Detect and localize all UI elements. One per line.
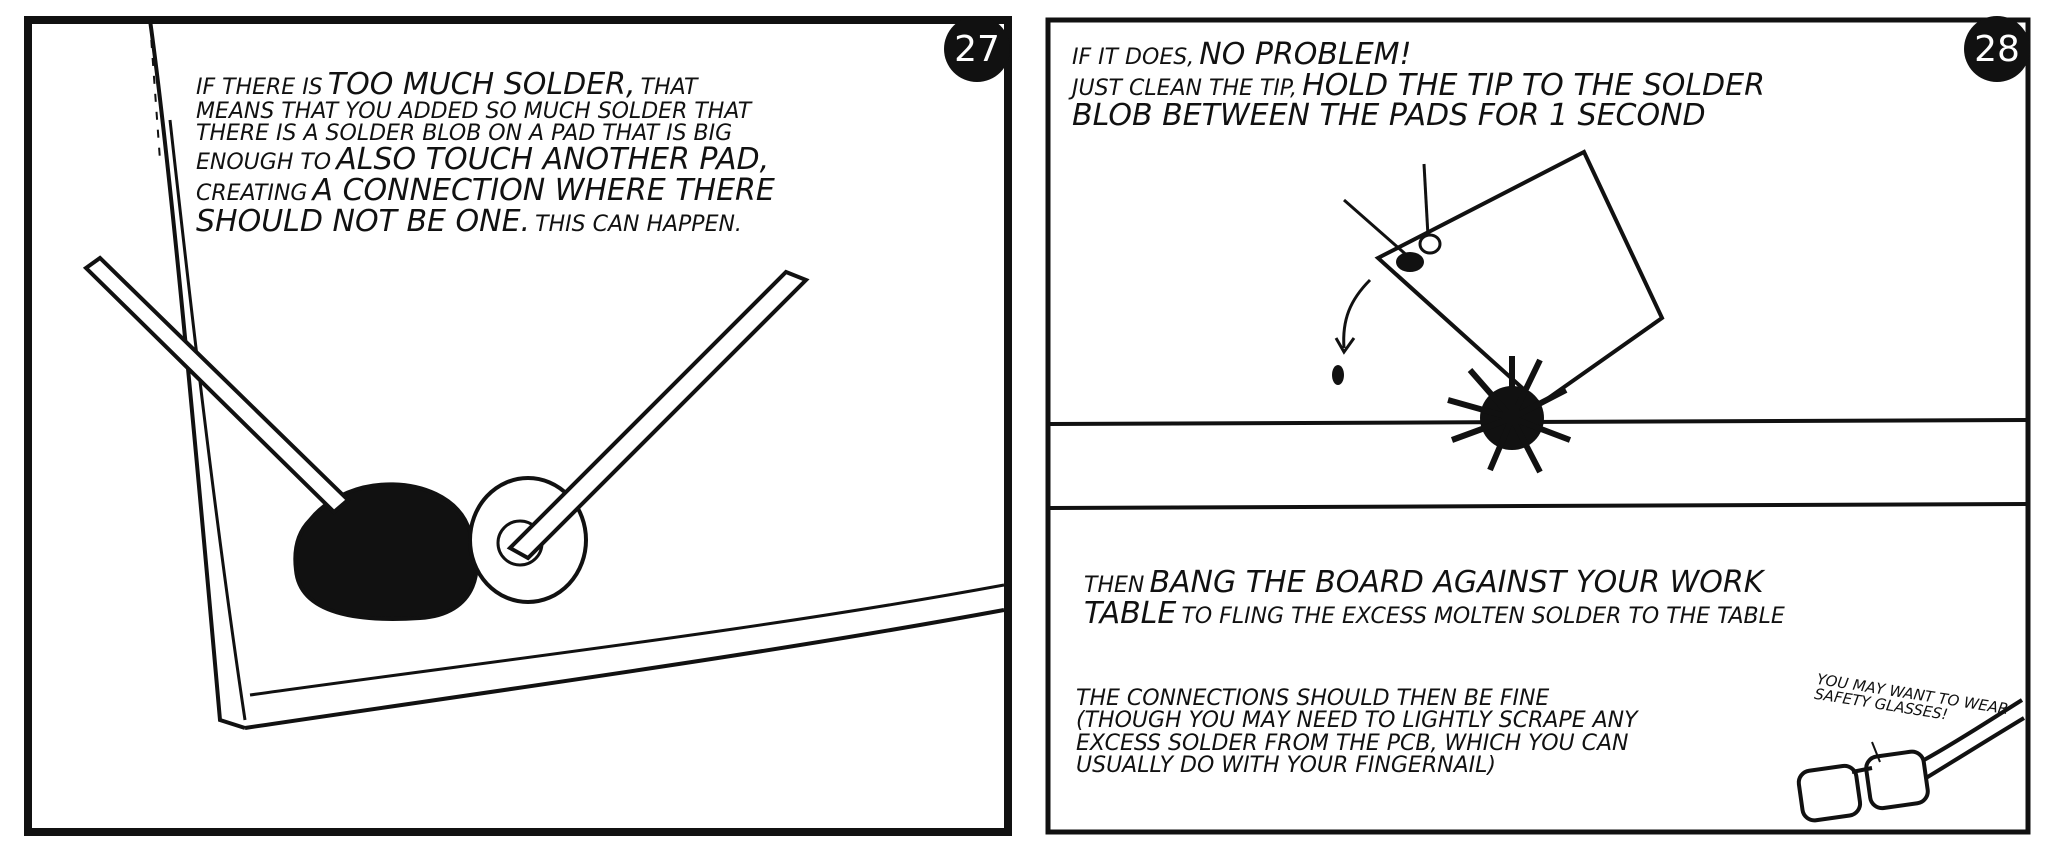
note-pointer xyxy=(1871,741,1881,763)
component-lead-2 xyxy=(1422,163,1430,237)
caption-emphasis: also touch another pad, xyxy=(336,142,770,178)
caption-emphasis: bang the board against your work xyxy=(1149,565,1764,600)
small-pad xyxy=(1418,233,1442,255)
pcb-bottom-edge xyxy=(244,608,1005,730)
pcb-board xyxy=(1374,149,1665,407)
caption-text: enough to xyxy=(196,150,332,176)
caption-text: then xyxy=(1084,573,1145,598)
caption-text: Just clean the tip, xyxy=(1072,75,1298,101)
caption-text: The connections should then be fine xyxy=(1076,686,1550,711)
panel-28-caption-bottom: The connections should then be fine (tho… xyxy=(1076,686,1638,779)
caption-text: usually do with your fingernail) xyxy=(1076,753,1496,779)
solder-blob xyxy=(293,482,479,621)
component-leg-left xyxy=(82,255,351,515)
pcb-bottom-edge-inner xyxy=(249,583,1005,697)
panel-28-caption-top: If it does, no problem! Just clean the t… xyxy=(1072,37,1765,134)
panel-27-caption: If there is too much solder, that means … xyxy=(196,67,775,239)
caption-text: (though you may need to lightly scrape a… xyxy=(1076,708,1638,734)
safety-glasses xyxy=(1796,698,2026,823)
caption-emphasis: should not be one. xyxy=(196,203,531,239)
caption-text: This can happen. xyxy=(535,211,742,237)
pcb-left-edge-dashed xyxy=(149,21,161,161)
caption-emphasis: too much solder, xyxy=(327,67,636,102)
caption-text: there is a solder blob on a pad that is … xyxy=(196,121,733,147)
caption-emphasis: a connection where there xyxy=(312,173,775,209)
caption-emphasis: no problem! xyxy=(1199,37,1412,72)
caption-text: If there is xyxy=(196,75,323,100)
caption-emphasis: table xyxy=(1084,595,1177,631)
caption-text: creating xyxy=(196,181,308,207)
caption-text: excess solder from the PCB, which you ca… xyxy=(1076,730,1629,756)
panel-28-caption-middle: then bang the board against your work ta… xyxy=(1084,565,1785,631)
panel-27-number: 27 xyxy=(944,16,1010,82)
pcb-left-edge xyxy=(148,19,246,730)
caption-text: that xyxy=(640,75,698,100)
caption-emphasis: blob between the pads for 1 second xyxy=(1072,98,1706,134)
panel-28-number: 28 xyxy=(1964,16,2030,82)
pcb-left-edge-inner xyxy=(168,119,247,721)
caption-text: means that you added so much solder that xyxy=(196,98,752,124)
component-leg-right xyxy=(506,269,810,561)
caption-text: If it does, xyxy=(1072,45,1195,70)
fling-arrow-head xyxy=(1334,337,1356,355)
table-bottom-line xyxy=(1049,502,2027,510)
caption-text: to fling the excess molten solder to the… xyxy=(1181,603,1785,629)
blob-on-board xyxy=(1396,252,1424,272)
solder-drop xyxy=(1332,365,1344,385)
impact-splat xyxy=(1447,356,1572,474)
caption-emphasis: hold the tip to the solder xyxy=(1302,67,1765,103)
component-lead-1 xyxy=(1343,198,1411,260)
fling-arrow xyxy=(1342,278,1372,349)
